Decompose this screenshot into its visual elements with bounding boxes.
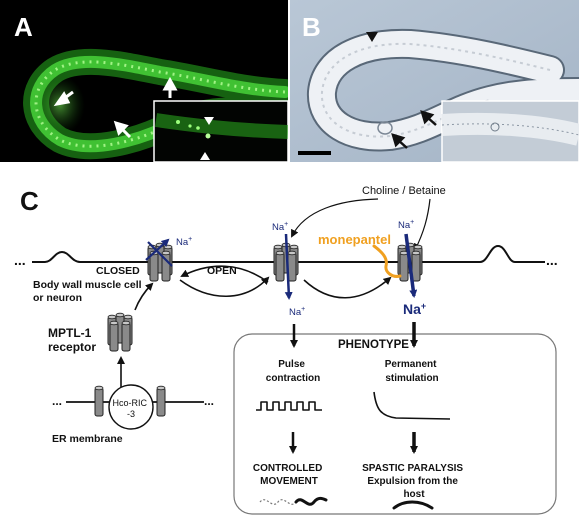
panel-b-dic-image: B [290,0,579,162]
closed-state-label: CLOSED [96,265,140,277]
pulse-contraction-label: Pulse contraction [266,359,320,384]
panel-a-fluorescence-image: A [0,0,288,162]
arrow-marker [113,120,132,139]
worm-shape-paralyzed [392,500,434,510]
na-influx-arrow [284,233,293,300]
panel-b-label: B [302,12,321,42]
panel-a-label: A [14,12,33,42]
phenotype-box [233,333,557,515]
arrow-marker [53,90,74,107]
receptor-assembly [108,313,132,351]
receptor-label: MPTL-1 receptor [48,326,96,354]
worm-shape-sinuous [294,496,328,506]
worm-trace-dotted [259,499,297,505]
trafficking-arrow [134,282,154,311]
monepantel-label: monepantel [318,232,391,247]
choline-betaine-label: Choline / Betaine [362,185,446,197]
er-membrane-label: ER membrane [52,433,123,445]
panel-c-label: C [20,186,39,216]
membrane-ellipsis-left: ... [14,252,26,268]
transition-arrow [180,265,269,283]
panel-c-diagram: C Choline / Betaine ... ... CLOSED OPEN … [14,185,558,515]
cell-type-label: Body wall muscle cell or neuron [33,279,144,304]
panel-a-inset [153,100,288,162]
arrowhead-marker [200,152,210,160]
controlled-movement-label: CONTROLLED MOVEMENT [253,463,325,487]
monepantel-molecule [372,244,402,278]
arrowhead-marker [366,32,378,42]
na-ion-label: Na+ [398,219,414,231]
na-ion-label: Na+ [176,236,192,248]
er-subunit [94,385,104,417]
arrow-marker [420,110,437,126]
er-ellipsis-left: ... [52,394,62,408]
er-subunit [156,385,166,417]
na-ion-label: Na+ [272,221,288,233]
transition-arrow [179,276,270,297]
arrow-marker [391,133,408,149]
membrane-ellipsis-right: ... [546,252,558,268]
sustained-waveform [373,391,451,420]
chaperone-label: Hco-RIC -3 [112,398,149,419]
permanent-stimulation-label: Permanent stimulation [385,359,439,384]
arrow-marker [162,76,178,98]
er-ellipsis-right: ... [204,394,214,408]
panel-b-inset [441,100,579,162]
na-ion-label-large: Na+ [403,301,426,317]
phenotype-title: PHENOTYPE [338,339,409,351]
na-ion-label: Na+ [289,306,305,318]
open-state-label: OPEN [207,265,237,277]
spastic-paralysis-label: SPASTIC PARALYSIS Expulsion from the hos… [362,463,466,500]
arrowhead-marker [204,117,214,125]
transition-arrow [303,276,392,299]
scale-bar [298,151,331,155]
na-influx-arrow [404,233,418,298]
hco-ric-3-chaperone [108,384,154,430]
pulse-waveform [256,401,322,411]
